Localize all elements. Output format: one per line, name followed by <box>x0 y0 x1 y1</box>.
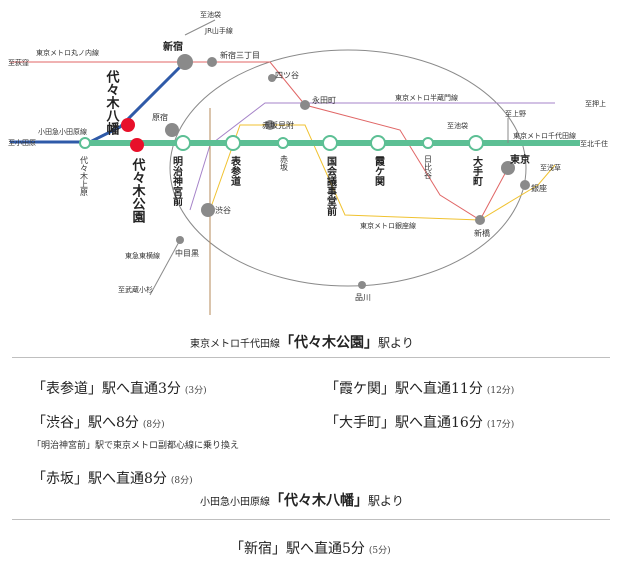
yoyogi-koen-station <box>130 138 144 152</box>
harajuku-station <box>165 123 179 137</box>
akasaka-mitsuke-station <box>265 120 275 130</box>
label-to-ueno: 至上野 <box>505 109 526 118</box>
station-label-shinjuku: 新宿 <box>163 40 183 53</box>
station-label-shinbashi: 新橋 <box>474 228 490 238</box>
station-label-tokyo: 東京 <box>510 153 530 166</box>
divider <box>12 357 610 358</box>
nakameguro-station <box>176 236 184 244</box>
hibiya-station <box>422 137 434 149</box>
otemachi-station <box>468 135 484 151</box>
meiji-jingumae-station <box>175 135 191 151</box>
section-station-name: 「代々木八幡」 <box>270 493 368 509</box>
station-label-kokkai: 国会議事堂前 <box>325 156 337 217</box>
station-label-omotesando: 表参道 <box>229 155 242 187</box>
label-chiyoda: 東京メトロ千代田線 <box>513 131 576 140</box>
route-item: 「赤坂」駅へ直通8分(8分) <box>32 471 193 487</box>
route-item: 「大手町」駅へ直通16分(17分) <box>325 415 515 431</box>
shinjuku-sanchome-station <box>207 57 217 67</box>
omotesando-station <box>225 135 241 151</box>
station-label-akasaka: 赤坂 <box>280 155 289 172</box>
label-to-odawara: 至小田原 <box>8 138 36 147</box>
section-suffix: 駅より <box>368 494 404 508</box>
ginza-station <box>520 180 530 190</box>
label-to-oshiage: 至押上 <box>585 99 606 108</box>
tokyo-station <box>501 161 515 175</box>
station-label-shibuya: 渋谷 <box>215 205 231 215</box>
section-line-name: 小田急小田原線 <box>200 497 270 508</box>
transfer-note: 「明治神宮前」駅で東京メトロ副都心線に乗り換え <box>32 441 240 451</box>
shinagawa-station <box>358 281 366 289</box>
section-heading-yoyogi-hachiman: 小田急小田原線「代々木八幡」駅より <box>200 490 404 510</box>
ginza-line <box>209 124 556 221</box>
section-line-name: 東京メトロ千代田線 <box>190 339 280 350</box>
station-label-meiji-jingumae: 明治神宮前 <box>171 156 183 207</box>
section-station-name: 「代々木公園」 <box>280 335 378 351</box>
label-odakyu: 小田急小田原線 <box>38 127 87 136</box>
label-to-ikebukuro-2: 至池袋 <box>447 121 468 130</box>
nagatacho-station <box>300 100 310 110</box>
route-item: 「霞ケ関」駅へ直通11分(12分) <box>325 381 515 397</box>
station-label-ginza: 銀座 <box>531 183 547 193</box>
label-to-asakusa: 至浅草 <box>540 163 561 172</box>
yamanote-line <box>169 49 527 287</box>
route-item: 「渋谷」駅へ8分(8分) <box>32 415 165 431</box>
station-label-nagatacho: 永田町 <box>312 95 336 105</box>
yoyogi-uehara-station <box>79 137 91 149</box>
label-to-ikebukuro: 至池袋 <box>200 10 221 19</box>
station-label-hibiya: 日比谷 <box>424 155 433 180</box>
route-map: 至小田原 至荻窪 東京メトロ丸ノ内線 小田急小田原線 至池袋 JR山手線 東京メ… <box>8 10 608 315</box>
station-label-otemachi: 大手町 <box>471 155 483 187</box>
section-suffix: 駅より <box>378 336 414 350</box>
route-item: 「新宿」駅へ直通5分(5分) <box>230 541 391 557</box>
odakyu-line <box>10 60 187 144</box>
kasumigaseki-station <box>370 135 386 151</box>
station-label-nakameguro: 中目黒 <box>175 248 199 258</box>
section-heading-yoyogi-koen: 東京メトロ千代田線「代々木公園」駅より <box>190 332 414 352</box>
yotsuya-station <box>268 74 276 82</box>
kokkai-station <box>322 135 338 151</box>
shibuya-station <box>201 203 215 217</box>
station-label-harajuku: 原宿 <box>152 112 168 122</box>
divider <box>12 519 610 520</box>
station-label-yoyogi-uehara: 代々木上原 <box>80 155 89 196</box>
station-label-yotsuya: 四ツ谷 <box>275 71 299 80</box>
label-to-ogikubo: 至荻窪 <box>8 58 29 67</box>
label-ginza: 東京メトロ銀座線 <box>360 221 416 230</box>
route-item: 「表参道」駅へ直通3分(3分) <box>32 381 207 397</box>
shinjuku-station <box>177 54 193 70</box>
yoyogi-hachiman-station <box>121 118 135 132</box>
label-to-kitasenju: 至北千住 <box>580 139 608 148</box>
label-marunouchi: 東京メトロ丸ノ内線 <box>36 48 99 57</box>
label-to-musashikosugi: 至武蔵小杉 <box>118 285 153 294</box>
label-yamanote: JR山手線 <box>204 26 233 35</box>
hanzomon-line <box>189 102 555 211</box>
label-toyoko: 東急東横線 <box>125 251 160 260</box>
station-label-yoyogi-hachiman: 代々木八幡 <box>104 69 121 136</box>
station-label-yoyogi-koen: 代々木公園 <box>130 157 147 224</box>
marunouchi-line <box>10 61 509 221</box>
label-hanzomon: 東京メトロ半蔵門線 <box>395 93 458 102</box>
station-label-shinagawa: 品川 <box>355 293 371 302</box>
shinbashi-station <box>475 215 485 225</box>
station-label-kasumigaseki: 霞ケ関 <box>373 155 385 187</box>
station-label-shinjuku-sanchome: 新宿三丁目 <box>220 50 260 60</box>
akasaka-station <box>277 137 289 149</box>
station-label-akasaka-mitsuke: 赤坂見附 <box>262 120 294 130</box>
